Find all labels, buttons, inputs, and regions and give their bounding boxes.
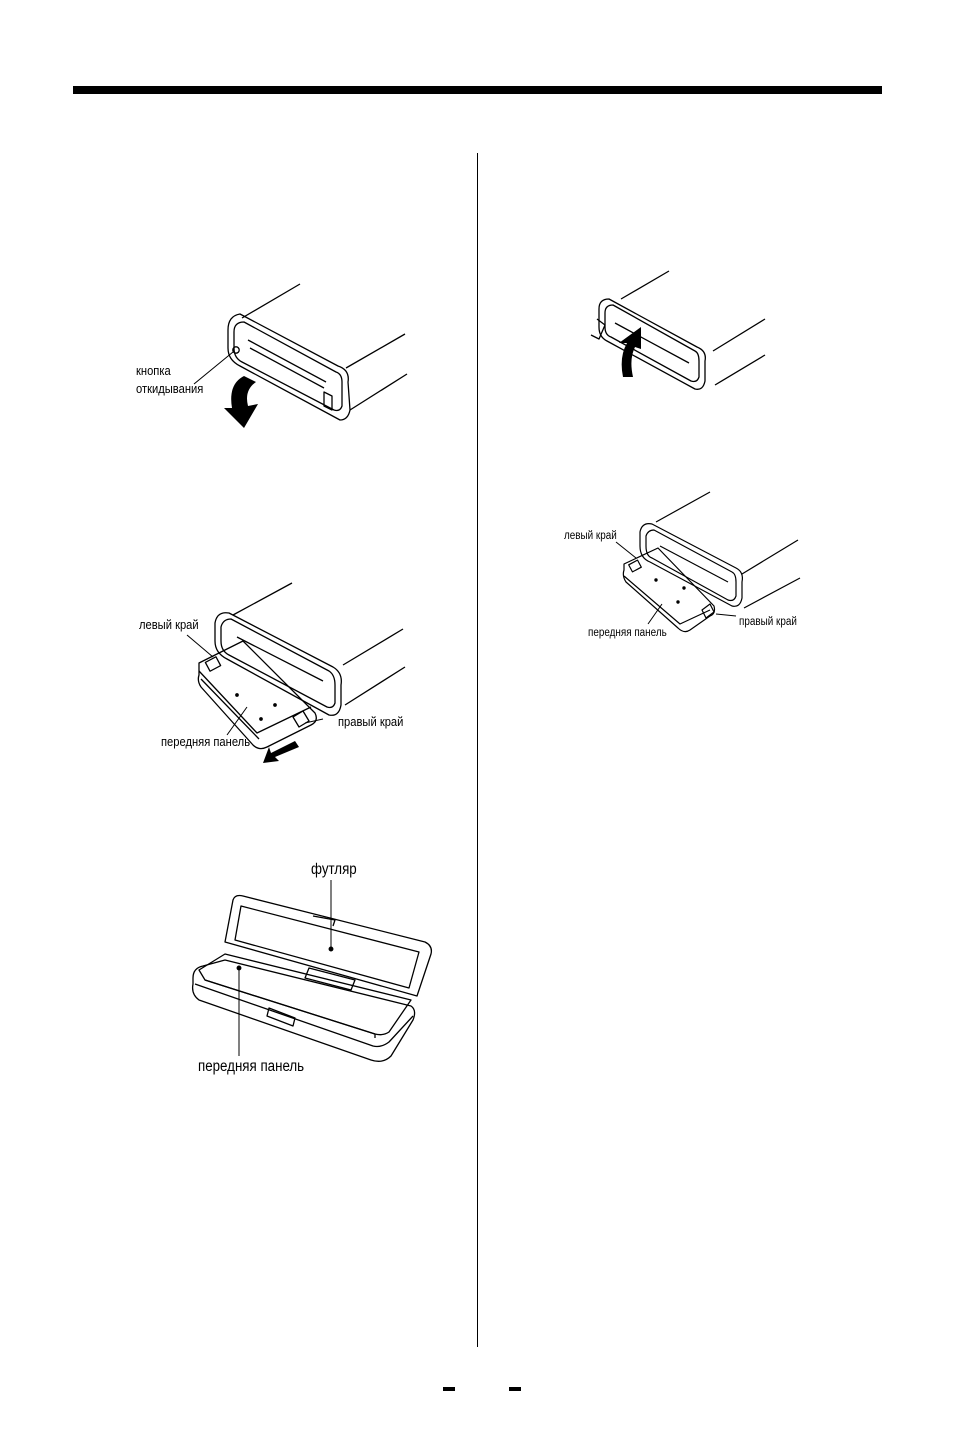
figure-case: футляр передняя панель	[185, 860, 445, 1080]
column-divider	[477, 153, 478, 1347]
label-button-line2: откидывания	[136, 382, 203, 397]
figure-close-panel	[585, 265, 785, 395]
label-button-line1: кнопка	[136, 364, 171, 379]
label-right-edge: правый край	[739, 616, 797, 629]
close-arrow-icon	[585, 265, 785, 395]
label-front-panel: передняя панель	[198, 1058, 304, 1076]
figure-open-panel: кнопка откидывания	[120, 270, 440, 440]
label-left-edge: левый край	[564, 530, 617, 543]
label-front-panel: передняя панель	[161, 735, 250, 750]
label-case: футляр	[311, 861, 357, 879]
figure-attach-panel: левый край передняя панель правый край	[560, 488, 810, 648]
button-leader-line	[120, 270, 440, 440]
label-left-edge: левый край	[139, 618, 199, 633]
top-rule	[73, 86, 882, 94]
figure-detach-panel: левый край правый край передняя панель	[135, 575, 435, 775]
case-leader-lines	[185, 860, 445, 1080]
label-front-panel: передняя панель	[588, 627, 667, 640]
page-number-mark-left	[443, 1387, 455, 1391]
page-number-mark-right	[509, 1387, 521, 1391]
label-right-edge: правый край	[338, 715, 403, 730]
